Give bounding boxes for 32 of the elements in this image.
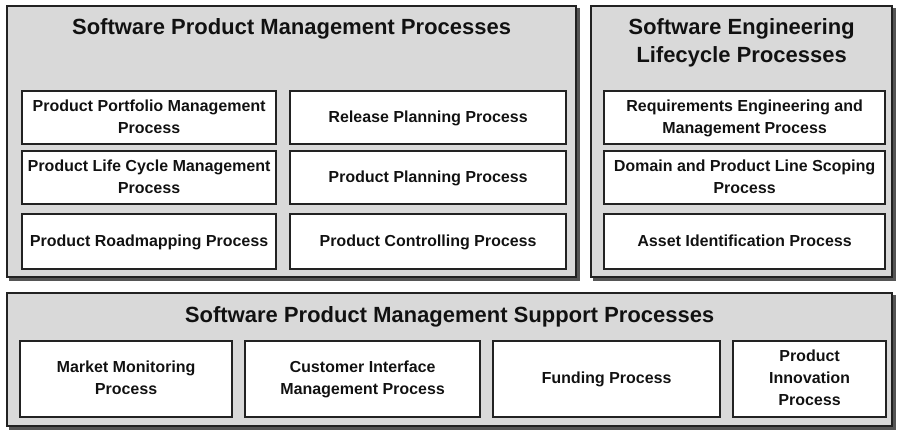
process-label: Release Planning Process xyxy=(327,108,529,128)
process-box xyxy=(289,213,567,270)
process-label: Product Roadmapping Process xyxy=(28,232,270,252)
process-box xyxy=(19,340,233,418)
process-box xyxy=(244,340,481,418)
process-label: Product Life Cycle Management Process xyxy=(26,156,272,198)
process-box xyxy=(289,90,567,145)
process-label: Product Planning Process xyxy=(327,168,529,188)
process-label: Market Monitoring Process xyxy=(56,358,196,400)
process-label: Asset Identification Process xyxy=(636,232,853,252)
process-box xyxy=(603,213,886,270)
process-box xyxy=(732,340,887,418)
group-panel xyxy=(6,5,577,278)
process-box xyxy=(603,90,886,145)
process-box xyxy=(492,340,721,418)
group-panel xyxy=(6,292,893,427)
group-panel xyxy=(590,5,893,278)
process-label: Funding Process xyxy=(540,369,672,389)
process-label: Product Controlling Process xyxy=(318,232,538,252)
process-box xyxy=(21,213,277,270)
panel-title: Software Product Management Support Processes xyxy=(184,301,716,329)
process-box xyxy=(289,150,567,205)
panel-title: Software Engineering Lifecycle Processes xyxy=(627,13,856,69)
process-label: Product Portfolio Management Process xyxy=(32,96,266,138)
process-box xyxy=(21,90,277,145)
process-label: Requirements Engineering and Management Process xyxy=(625,96,864,138)
process-label: Customer Interface Management Process xyxy=(279,358,446,400)
process-label: Product Innovation Process xyxy=(768,347,851,411)
process-label: Domain and Product Line Scoping Process xyxy=(612,156,876,198)
process-box xyxy=(21,150,277,205)
panel-title: Software Product Management Processes xyxy=(71,13,512,41)
process-box xyxy=(603,150,886,205)
